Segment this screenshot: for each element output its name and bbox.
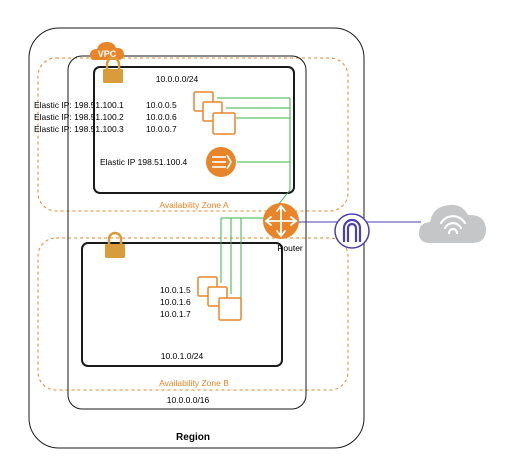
nat-elastic-ip-label: Elastic IP 198.51.100.4 — [100, 157, 188, 167]
private-ip-label: 10.0.1.6 — [160, 297, 191, 307]
private-ip-label: 10.0.0.5 — [146, 100, 177, 110]
ec2-instance-icon — [197, 276, 242, 321]
availability-zone-a — [37, 57, 349, 212]
vpc-boundary — [67, 55, 307, 410]
lock-icon — [105, 231, 125, 258]
private-instance-labels: 10.0.1.5 10.0.1.6 10.0.1.7 — [160, 285, 191, 319]
router-label: Router — [277, 243, 303, 253]
elastic-ip-label: Elastic IP: 198.51.100.3 — [34, 124, 124, 134]
availability-zone-b — [37, 237, 349, 391]
vpc-badge-label: VPC — [98, 49, 117, 59]
private-ip-label: 10.0.0.7 — [146, 124, 177, 134]
availability-zone-b-label: Availability Zone B — [159, 378, 229, 388]
elastic-ip-label: Elastic IP: 198.51.100.1 — [34, 100, 124, 110]
lock-icon — [103, 56, 123, 83]
private-ip-label: 10.0.1.7 — [160, 309, 191, 319]
availability-zone-a-label: Availability Zone A — [159, 200, 229, 210]
public-instance-labels: Elastic IP: 198.51.100.1 Elastic IP: 198… — [34, 100, 177, 134]
public-subnet-cidr: 10.0.0.0/24 — [156, 74, 199, 84]
internet-cloud-icon — [419, 204, 486, 243]
public-route-lines — [217, 97, 291, 206]
elastic-ip-label: Elastic IP: 198.51.100.2 — [34, 112, 124, 122]
private-subnet-cidr: 10.0.1.0/24 — [161, 351, 204, 361]
private-subnet — [81, 242, 283, 367]
region-label: Region — [176, 432, 210, 443]
internet-gateway-icon — [334, 213, 370, 249]
vpc-cidr: 10.0.0.0/16 — [167, 395, 210, 405]
router-icon — [263, 203, 299, 239]
nat-gateway-icon — [206, 147, 236, 177]
private-ip-label: 10.0.0.6 — [146, 112, 177, 122]
private-ip-label: 10.0.1.5 — [160, 285, 191, 295]
public-subnet — [93, 66, 295, 194]
ec2-instance-icon — [193, 91, 236, 135]
vpc-cloud-icon: VPC — [90, 42, 124, 60]
private-route-lines — [220, 217, 264, 305]
